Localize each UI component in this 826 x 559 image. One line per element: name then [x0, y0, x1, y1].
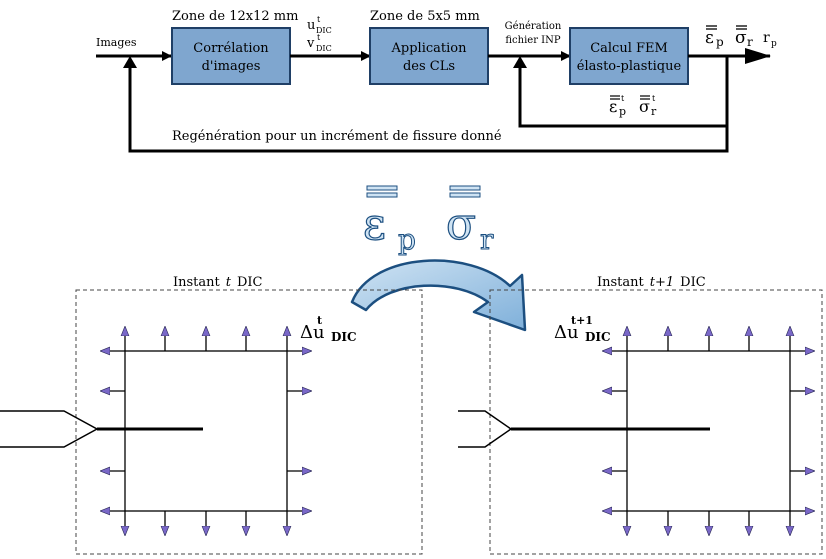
application-line2: des CLs	[403, 59, 455, 74]
panel-t-displacement-label: Δu DIC t	[300, 314, 357, 344]
flow-diagram: Images Zone de 12x12 mm Corrélation d'im…	[96, 9, 777, 153]
correlation-line1: Corrélation	[193, 41, 269, 56]
fem-line2: élasto-plastique	[577, 59, 682, 74]
svg-text:r: r	[763, 30, 770, 46]
fem-box	[569, 27, 689, 85]
generation-line2: fichier INP	[505, 35, 560, 46]
svg-text:t+1: t+1	[571, 314, 593, 327]
application-line1: Application	[391, 41, 468, 56]
inner-feedback-loop	[518, 56, 729, 128]
svg-text:Δu: Δu	[300, 322, 325, 343]
panel-t1-boundary-arrows	[603, 327, 814, 535]
outer-feedback-arrowhead	[123, 56, 137, 68]
svg-text:p: p	[619, 105, 626, 118]
svg-text:DIC: DIC	[585, 330, 611, 344]
svg-text:σ: σ	[639, 97, 650, 116]
inner-feedback-arrowhead	[513, 56, 527, 68]
svg-text:t: t	[317, 33, 321, 42]
correlation-box	[171, 27, 291, 85]
images-label: Images	[96, 36, 137, 49]
svg-text:p: p	[771, 39, 777, 49]
svg-text:p: p	[398, 223, 416, 256]
output-variables-label: ε p σ r r p	[705, 25, 777, 49]
panel-t1-boundary	[626, 350, 791, 512]
svg-text:p: p	[716, 35, 724, 49]
transferred-fields-label: ε p σ r	[362, 185, 495, 257]
application-box	[369, 27, 489, 85]
panel-t-notch	[0, 410, 99, 448]
svg-text:u: u	[307, 18, 315, 33]
svg-text:DIC: DIC	[331, 330, 357, 344]
svg-text:σ: σ	[735, 28, 747, 48]
svg-text:t: t	[652, 94, 656, 103]
panel-t1-notch	[458, 410, 513, 448]
svg-text:ε: ε	[363, 199, 386, 250]
svg-text:DIC: DIC	[316, 26, 332, 35]
generation-line1: Génération	[505, 21, 562, 32]
outer-feedback-loop	[128, 65, 729, 153]
regeneration-label: Regénération pour un incrément de fissur…	[172, 129, 502, 144]
feedback-variables-label: ε p t σ r t	[609, 94, 657, 118]
panel-t1-displacement-label: Δu DIC t+1	[554, 314, 611, 344]
svg-text:r: r	[480, 223, 494, 256]
dic-displacements-label: u t DIC v t DIC	[306, 15, 332, 53]
svg-text:Δu: Δu	[554, 322, 579, 343]
svg-text:t: t	[621, 94, 625, 103]
transfer-curved-arrow	[350, 259, 527, 332]
svg-text:r: r	[747, 35, 753, 49]
fem-line1: Calcul FEM	[590, 41, 668, 56]
svg-text:σ: σ	[446, 199, 476, 250]
svg-text:t: t	[317, 314, 323, 327]
svg-text:v: v	[306, 36, 315, 51]
svg-text:t: t	[317, 15, 321, 24]
svg-text:ε: ε	[609, 97, 617, 116]
panel-t-frame	[75, 289, 423, 555]
panel-t-boundary-arrows	[101, 327, 311, 535]
zone-12x12-label: Zone de 12x12 mm	[172, 9, 298, 24]
svg-text:DIC: DIC	[316, 44, 332, 53]
panel-t1-frame	[489, 289, 823, 555]
correlation-line2: d'images	[202, 59, 261, 74]
panel-t-boundary	[124, 350, 288, 512]
svg-text:ε: ε	[705, 28, 714, 48]
svg-text:r: r	[651, 105, 657, 118]
zone-5x5-label: Zone de 5x5 mm	[370, 9, 480, 24]
